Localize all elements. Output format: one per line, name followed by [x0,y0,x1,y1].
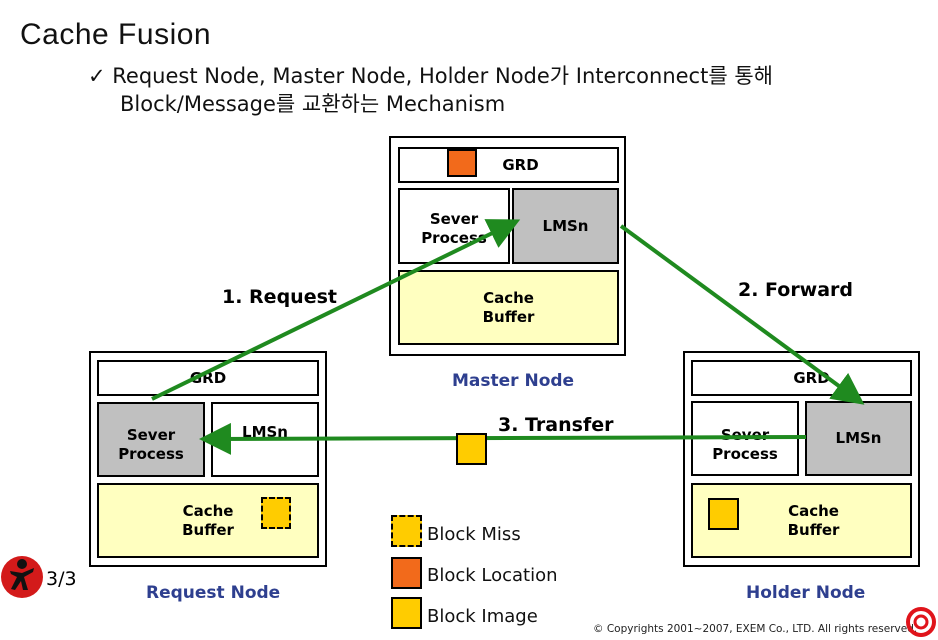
master-grd-label: GRD [502,155,539,174]
request-block-miss-marker [261,497,291,529]
copyright-text: © Copyrights 2001~2007, EXEM Co., LTD. A… [593,623,918,635]
request-server-process: Sever Process [97,402,205,477]
subtitle-line-2: Block/Message를 교환하는 Mechanism [120,92,506,116]
legend-block-location-swatch [391,557,422,589]
legend-block-miss-swatch [391,515,422,547]
step-transfer-label: 3. Transfer [498,414,614,436]
holder-server-process-line2: Process [712,444,778,463]
mascot-icon [1,556,43,598]
arrow-request [151,219,521,401]
request-lms-label: LMSn [242,423,288,441]
master-grd: GRD [398,147,619,183]
request-server-process-line2: Process [118,444,184,463]
arrow-transfer [199,422,807,455]
slide-title: Cache Fusion [20,18,212,51]
master-node-label: Master Node [452,371,575,391]
legend-block-miss-label: Block Miss [427,524,521,545]
transfer-block-image [456,433,487,465]
request-node-label: Request Node [146,583,281,603]
master-lms: LMSn [512,188,619,264]
step-forward-label: 2. Forward [738,279,854,301]
holder-cache-buffer-line2: Buffer [787,520,840,539]
page-number: 3/3 [46,568,77,590]
holder-cache-buffer-line1: Cache [788,501,839,520]
step-request-label: 1. Request [222,286,337,308]
exem-logo-icon [906,607,936,637]
arrow-forward [619,224,865,405]
legend-block-image-label: Block Image [427,606,538,627]
legend-block-location-label: Block Location [427,565,558,586]
master-cache-buffer: Cache Buffer [398,270,619,345]
holder-node-label: Holder Node [746,583,866,603]
master-block-location-marker [447,149,477,177]
legend-block-image-swatch [391,597,422,629]
holder-lms-label: LMSn [835,429,882,447]
master-server-process-line1: Sever [429,210,479,228]
master-lms-label: LMSn [542,216,589,235]
request-grd-label: GRD [189,368,227,387]
holder-lms: LMSn [805,401,912,476]
request-cache-buffer-line1: Cache [182,501,234,520]
subtitle-line-1: ✓ Request Node, Master Node, Holder Node… [88,64,773,88]
request-cache-buffer-line2: Buffer [182,520,234,539]
request-grd: GRD [97,360,319,396]
request-server-process-line1: Sever [126,425,176,444]
master-cache-buffer-line2: Buffer [482,307,535,326]
master-cache-buffer-line1: Cache [483,288,534,307]
holder-block-image-marker [708,498,739,530]
